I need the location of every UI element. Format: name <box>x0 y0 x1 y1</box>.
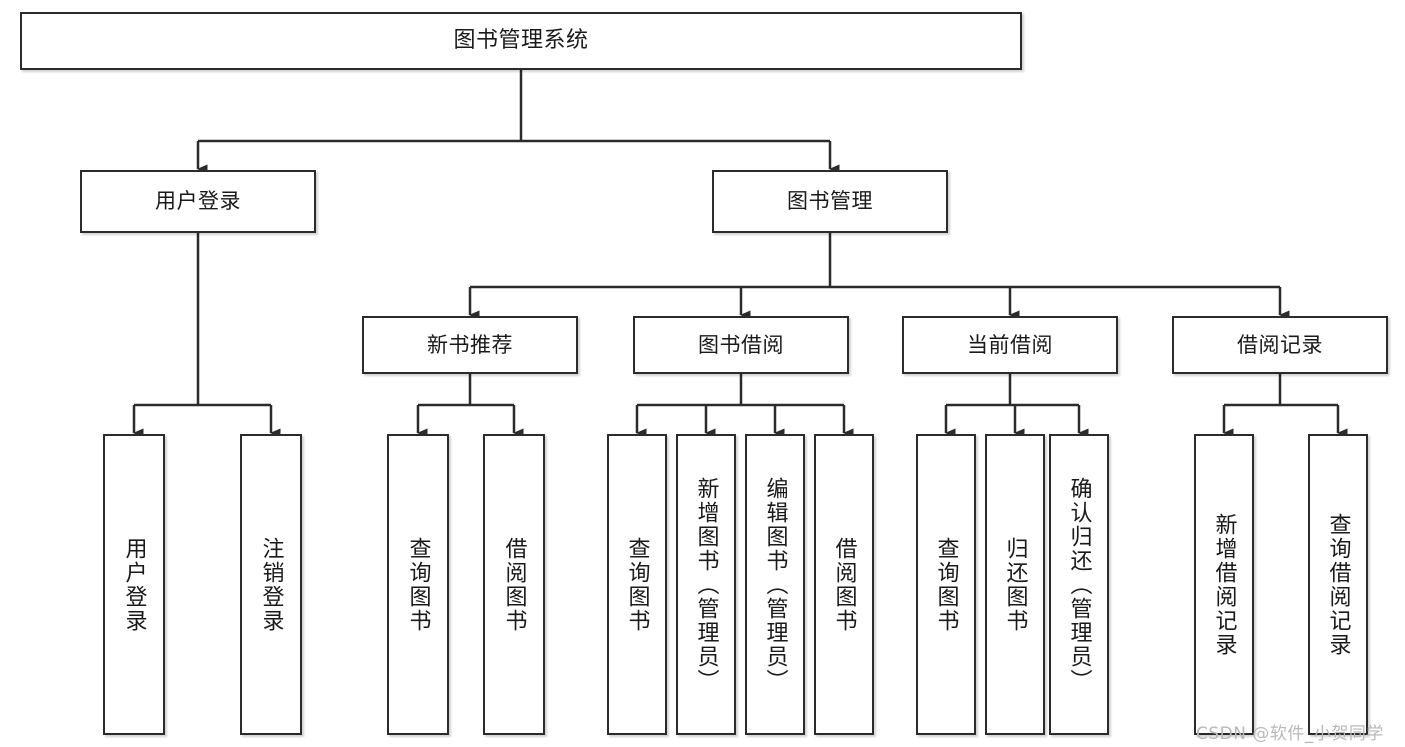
node-label-l-qrec: 查询借阅记录 <box>1325 512 1351 657</box>
node-label-l-return: 归还图书 <box>1002 536 1028 633</box>
node-label-l-confirm: 确认归还（管理员） <box>1066 476 1092 693</box>
node-label-l-login: 用户登录 <box>121 536 147 633</box>
node-records[interactable]: 借阅记录 <box>1172 316 1388 374</box>
node-label-l-q2: 查询图书 <box>624 536 650 633</box>
node-label-login: 用户登录 <box>155 189 241 214</box>
node-label-l-b1: 借阅图书 <box>501 536 527 633</box>
node-newbook[interactable]: 新书推荐 <box>362 316 578 374</box>
node-label-l-q3: 查询图书 <box>933 536 959 633</box>
node-l-q2[interactable]: 查询图书 <box>607 434 667 735</box>
node-label-newbook: 新书推荐 <box>427 332 513 357</box>
node-login[interactable]: 用户登录 <box>80 170 316 233</box>
node-l-add[interactable]: 新增图书（管理员） <box>676 434 736 735</box>
node-l-addrec[interactable]: 新增借阅记录 <box>1194 434 1254 735</box>
node-l-confirm[interactable]: 确认归还（管理员） <box>1049 434 1109 735</box>
node-l-b1[interactable]: 借阅图书 <box>483 434 545 735</box>
node-label-l-edit: 编辑图书（管理员） <box>762 476 788 693</box>
node-l-q1[interactable]: 查询图书 <box>387 434 449 735</box>
node-root[interactable]: 图书管理系统 <box>20 12 1022 70</box>
node-label-bookmgmt: 图书管理 <box>787 189 873 214</box>
node-l-edit[interactable]: 编辑图书（管理员） <box>745 434 805 735</box>
node-bookmgmt[interactable]: 图书管理 <box>712 170 948 233</box>
edge-paths <box>132 70 1348 438</box>
node-label-borrow: 图书借阅 <box>698 332 784 357</box>
node-label-l-addrec: 新增借阅记录 <box>1211 512 1237 657</box>
node-label-records: 借阅记录 <box>1237 332 1323 357</box>
node-l-b2[interactable]: 借阅图书 <box>814 434 874 735</box>
node-l-logout[interactable]: 注销登录 <box>240 434 302 735</box>
node-label-root: 图书管理系统 <box>453 28 589 54</box>
node-l-q3[interactable]: 查询图书 <box>916 434 976 735</box>
csdn-watermark: CSDN @软件_小贺同学 <box>1196 724 1384 744</box>
node-label-current: 当前借阅 <box>967 332 1053 357</box>
node-l-qrec[interactable]: 查询借阅记录 <box>1308 434 1368 735</box>
node-l-return[interactable]: 归还图书 <box>985 434 1045 735</box>
node-label-l-logout: 注销登录 <box>258 536 284 633</box>
node-borrow[interactable]: 图书借阅 <box>633 316 849 374</box>
node-l-login[interactable]: 用户登录 <box>103 434 165 735</box>
node-label-l-q1: 查询图书 <box>405 536 431 633</box>
node-label-l-b2: 借阅图书 <box>831 536 857 633</box>
node-current[interactable]: 当前借阅 <box>902 316 1118 374</box>
node-label-l-add: 新增图书（管理员） <box>693 476 719 693</box>
